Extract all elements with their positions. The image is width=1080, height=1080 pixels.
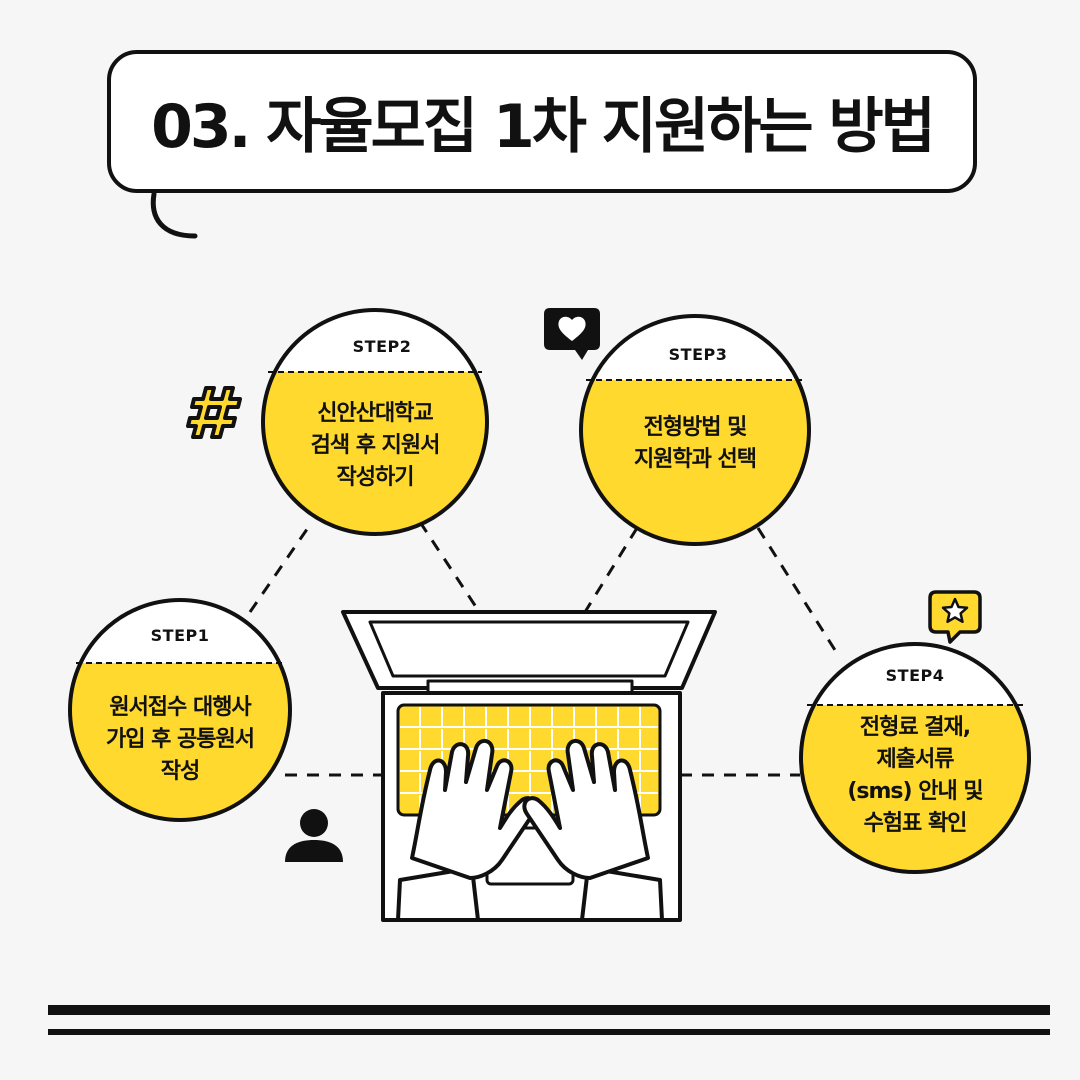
- step4-line: (sms) 안내 및: [847, 779, 983, 804]
- step4-line: 수험표 확인: [863, 811, 968, 836]
- step3-line: 지원학과 선택: [633, 447, 757, 472]
- step3-label: STEP3: [668, 345, 728, 364]
- step2-text: 신안산대학교 검색 후 지원서 작성하기: [265, 398, 485, 494]
- step2-line: 신안산대학교: [317, 401, 433, 426]
- connector-step2-laptop: [418, 521, 480, 611]
- star-chat-icon: [928, 590, 982, 644]
- step2-label: STEP2: [352, 337, 412, 356]
- step3-line: 전형방법 및: [643, 415, 748, 440]
- bottom-rule-thin: [48, 1029, 1050, 1035]
- step1-text: 원서접수 대행사 가입 후 공통원서 작성: [70, 692, 290, 788]
- step2-circle: [261, 308, 489, 536]
- bottom-rule-thick: [48, 1005, 1050, 1015]
- step1-label: STEP1: [150, 626, 210, 645]
- connector-step3-laptop: [583, 527, 639, 613]
- title-bubble-tail: [150, 191, 198, 239]
- step1-line: 작성: [160, 759, 200, 784]
- hashtag-icon: [186, 386, 242, 439]
- step3-text: 전형방법 및 지원학과 선택: [585, 412, 805, 476]
- step2-line: 작성하기: [336, 465, 415, 490]
- title-bubble: 03. 자율모집 1차 지원하는 방법: [107, 50, 977, 193]
- step4-text: 전형료 결재, 제출서류 (sms) 안내 및 수험표 확인: [805, 712, 1025, 840]
- step2-line: 검색 후 지원서: [310, 433, 441, 458]
- connector-step3-step4: [756, 527, 842, 659]
- heart-chat-icon: [544, 308, 600, 360]
- connector-lines: [248, 521, 842, 777]
- connector-step1-step2: [248, 521, 314, 613]
- typing-hands-illustration: [396, 738, 664, 922]
- step4-line: 전형료 결재,: [859, 715, 971, 740]
- user-icon: [285, 809, 343, 862]
- step1-line: 원서접수 대행사: [109, 695, 251, 720]
- step1-line: 가입 후 공통원서: [106, 727, 255, 752]
- step4-label: STEP4: [885, 666, 945, 685]
- step4-line: 제출서류: [876, 747, 955, 772]
- laptop-illustration: [341, 610, 717, 922]
- step3-circle: [579, 314, 811, 546]
- step1-circle: [68, 598, 292, 822]
- page-title: 03. 자율모집 1차 지원하는 방법: [151, 92, 936, 162]
- step4-circle: [799, 642, 1031, 874]
